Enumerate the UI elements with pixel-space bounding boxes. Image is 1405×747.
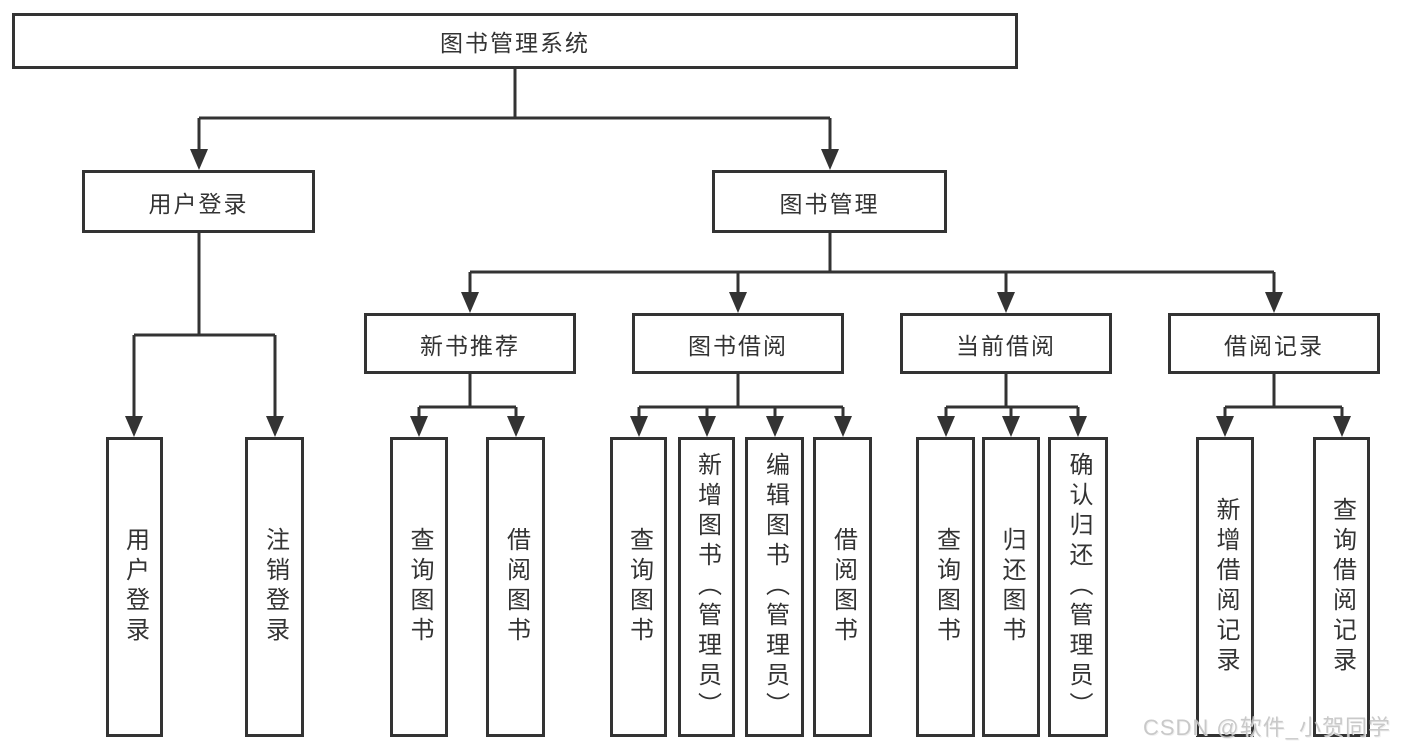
leaf-query-book-2: 查询图书 [610, 437, 667, 737]
connector-bookmgmt-to-level3 [468, 233, 1276, 292]
leaf-edit-book: 编辑图书（管理员） [745, 437, 804, 737]
arrowhead-icon [1333, 416, 1351, 437]
arrowhead-icon [821, 149, 839, 170]
watermark: CSDN @软件_小贺同学 [1142, 715, 1391, 740]
leaf-user-login: 用户登录 [106, 437, 163, 737]
connector-userlogin-to-leaves [132, 233, 277, 416]
leaf-add-record-label: 新增借阅记录 [1212, 497, 1239, 677]
node-user-login-label: 用户登录 [148, 190, 249, 217]
arrowhead-icon [1216, 416, 1234, 437]
leaf-query-book-2-label: 查询图书 [625, 527, 653, 647]
leaf-query-book-1-label: 查询图书 [406, 527, 433, 647]
connector-newbookrec-to-leaves [417, 374, 518, 416]
leaf-add-book: 新增图书（管理员） [678, 437, 735, 737]
leaf-query-book-1: 查询图书 [390, 437, 448, 737]
node-borrow-records-label: 借阅记录 [1224, 332, 1324, 359]
leaf-borrow-book-2: 借阅图书 [813, 437, 872, 737]
arrowhead-icon [1069, 416, 1087, 437]
connector-currentborrow-to-leaves [944, 374, 1080, 416]
leaf-borrow-book-1-label: 借阅图书 [502, 527, 530, 647]
node-borrow-records: 借阅记录 [1168, 313, 1380, 374]
arrowhead-icon [937, 416, 955, 437]
arrowhead-icon [266, 416, 284, 437]
leaf-return-book: 归还图书 [982, 437, 1040, 737]
node-user-login: 用户登录 [82, 170, 315, 233]
leaf-borrow-book-1: 借阅图书 [486, 437, 545, 737]
arrowhead-icon [997, 292, 1015, 313]
arrowhead-icon [125, 416, 143, 437]
leaf-logout-label: 注销登录 [261, 527, 289, 647]
node-current-borrow: 当前借阅 [900, 313, 1112, 374]
arrowhead-icon [729, 292, 747, 313]
arrowhead-icon [766, 416, 784, 437]
leaf-query-record: 查询借阅记录 [1313, 437, 1370, 737]
arrowhead-icon [461, 292, 479, 313]
leaf-logout: 注销登录 [245, 437, 304, 737]
leaf-borrow-book-2-label: 借阅图书 [829, 527, 857, 647]
leaf-return-book-label: 归还图书 [998, 527, 1025, 647]
node-book-mgmt: 图书管理 [712, 170, 947, 233]
arrowhead-icon [1002, 416, 1020, 437]
node-book-mgmt-label: 图书管理 [779, 190, 880, 217]
node-root: 图书管理系统 [12, 13, 1018, 69]
connector-root-to-level2 [197, 69, 832, 149]
arrowhead-icon [190, 149, 208, 170]
connector-bookborrow-to-leaves [637, 374, 845, 416]
leaf-query-book-3: 查询图书 [916, 437, 975, 737]
connector-borrowrecords-to-leaves [1223, 374, 1344, 416]
leaf-user-login-label: 用户登录 [121, 527, 149, 647]
leaf-add-record: 新增借阅记录 [1196, 437, 1254, 737]
node-new-book-rec-label: 新书推荐 [420, 332, 520, 359]
arrowhead-icon [834, 416, 852, 437]
node-book-borrow: 图书借阅 [632, 313, 844, 374]
node-current-borrow-label: 当前借阅 [956, 332, 1056, 359]
arrowhead-icon [630, 416, 648, 437]
arrowhead-icon [698, 416, 716, 437]
node-book-borrow-label: 图书借阅 [688, 332, 788, 359]
leaf-confirm-return: 确认归还（管理员） [1048, 437, 1108, 737]
arrowhead-icon [507, 416, 525, 437]
leaf-query-record-label: 查询借阅记录 [1328, 497, 1356, 677]
leaf-edit-book-label: 编辑图书（管理员） [761, 452, 789, 722]
leaf-query-book-3-label: 查询图书 [932, 527, 960, 647]
node-new-book-rec: 新书推荐 [364, 313, 576, 374]
leaf-add-book-label: 新增图书（管理员） [693, 452, 721, 722]
arrowhead-icon [410, 416, 428, 437]
arrowhead-icon [1265, 292, 1283, 313]
leaf-confirm-return-label: 确认归还（管理员） [1065, 452, 1092, 722]
node-root-label: 图书管理系统 [440, 30, 590, 56]
